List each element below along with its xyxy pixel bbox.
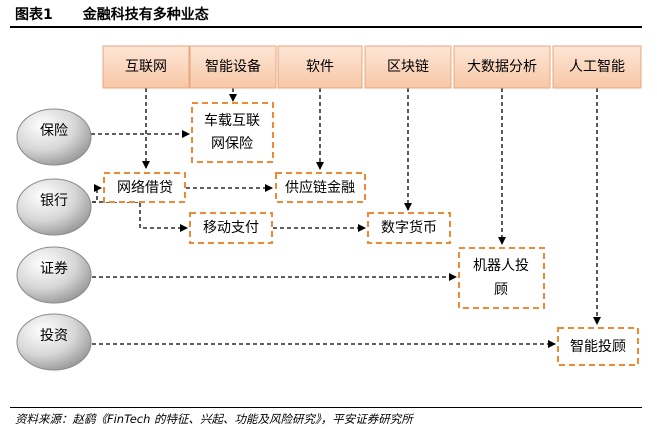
business-robo-advisor: 机器人投 顾: [458, 247, 545, 309]
figure-heading: 金融科技有多种业态: [82, 7, 209, 23]
svg-text:软件: 软件: [306, 59, 334, 75]
svg-text:网络借贷: 网络借贷: [117, 180, 173, 196]
svg-text:投资: 投资: [40, 328, 68, 344]
figure-title: 图表1 金融科技有多种业态: [15, 4, 209, 24]
institution-insurance: 保险: [16, 108, 92, 166]
arrow-bank-to-online-lending: [92, 184, 102, 203]
svg-text:互联网: 互联网: [125, 59, 167, 75]
svg-text:网保险: 网保险: [211, 136, 253, 152]
business-digital-currency: 数字货币: [367, 212, 451, 244]
svg-text:智能设备: 智能设备: [205, 58, 261, 75]
technology-row: 互联网 智能设备 软件 区块链 大数据分析 人工智能: [102, 45, 642, 89]
business-boxes: 车载互联 网保险 网络借贷 供应链金融 移动支付 数字货币 机器人投 顾 智能投…: [103, 102, 639, 366]
tech-box-internet: 互联网: [102, 45, 190, 89]
institution-securities: 证券: [16, 246, 92, 304]
business-online-lending: 网络借贷: [103, 172, 186, 203]
tech-box-smart-device: 智能设备: [189, 45, 277, 89]
institution-bank: 银行: [16, 178, 92, 236]
source-note: 资料来源：赵鹞《FinTech 的特征、兴起、功能及风险研究》，平安证券研究所: [15, 412, 413, 426]
svg-text:保险: 保险: [40, 123, 68, 139]
bottom-rule: [10, 407, 642, 408]
svg-text:智能投顾: 智能投顾: [570, 339, 626, 355]
institution-investment: 投资: [16, 313, 92, 371]
business-supply-chain-finance: 供应链金融: [275, 172, 366, 203]
business-car-insurance: 车载互联 网保险: [191, 102, 274, 163]
svg-text:机器人投: 机器人投: [473, 258, 529, 274]
connectors: [91, 88, 601, 348]
svg-text:人工智能: 人工智能: [569, 59, 625, 75]
tech-box-bigdata: 大数据分析: [453, 45, 551, 89]
tech-box-ai: 人工智能: [552, 45, 642, 89]
svg-text:顾: 顾: [494, 282, 508, 298]
svg-text:证券: 证券: [40, 261, 68, 277]
institution-column: 保险 银行 证券 投资: [16, 108, 92, 371]
business-smart-advisor: 智能投顾: [557, 327, 639, 366]
top-rule: [10, 26, 642, 28]
svg-text:银行: 银行: [40, 193, 68, 209]
svg-text:区块链: 区块链: [387, 59, 429, 75]
tech-box-blockchain: 区块链: [364, 45, 452, 89]
svg-text:移动支付: 移动支付: [203, 220, 259, 236]
svg-text:车载互联: 车载互联: [204, 112, 260, 129]
tech-box-software: 软件: [277, 45, 363, 89]
business-mobile-payment: 移动支付: [189, 212, 273, 244]
svg-text:大数据分析: 大数据分析: [467, 59, 537, 75]
svg-text:供应链金融: 供应链金融: [285, 179, 355, 196]
svg-text:数字货币: 数字货币: [381, 219, 437, 236]
arrow-bank-to-mobile-payment: [92, 201, 188, 232]
figure-number: 图表1: [15, 7, 53, 23]
